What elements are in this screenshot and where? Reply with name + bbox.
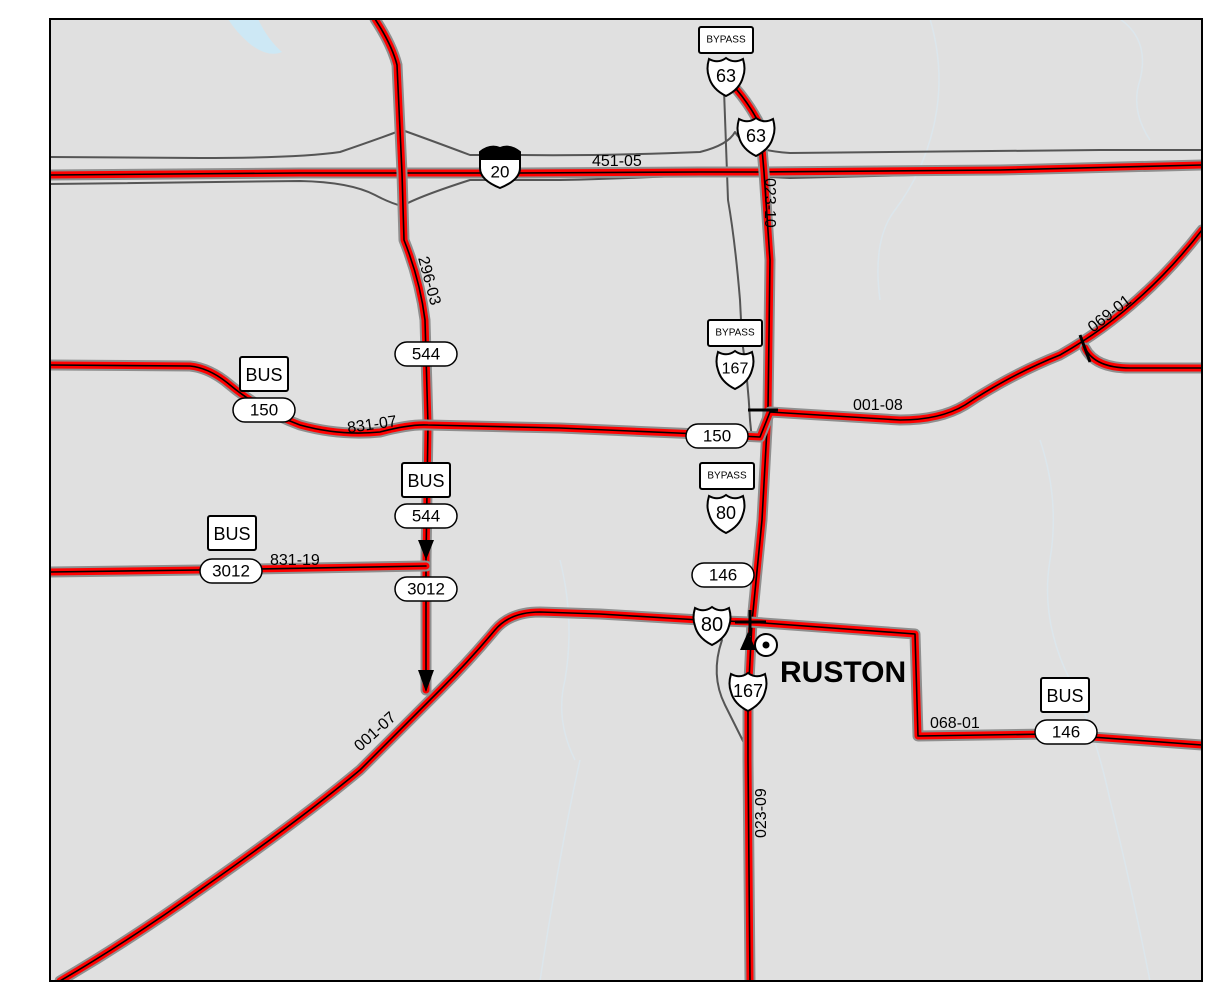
svg-text:3012: 3012 (212, 562, 250, 581)
city-marker-icon[interactable] (754, 633, 778, 657)
us-167-bypass-shield: 167 (715, 350, 755, 390)
bus-544-banner: BUS (401, 462, 451, 498)
segment-label: 831-19 (270, 552, 320, 569)
direction-arrow-icon (418, 540, 434, 560)
city-label: RUSTON (780, 656, 906, 689)
bus-150-banner: BUS (239, 356, 289, 392)
segment-label: 831-07 (346, 413, 398, 437)
us-167-shield: 167 (728, 671, 768, 713)
svg-text:BYPASS: BYPASS (715, 328, 755, 339)
la-150-shield: 150 (232, 397, 296, 423)
direction-arrow-icon (418, 670, 434, 692)
segment-label: 023-09 (753, 788, 770, 838)
la-3012-shield: 3012 (394, 576, 458, 602)
bypass-63-banner: BYPASS (698, 26, 754, 54)
direction-arrow-icon (740, 632, 756, 650)
segment-label: 001-08 (853, 397, 903, 414)
route-break-tick (1078, 334, 1092, 363)
svg-text:BUS: BUS (245, 365, 282, 385)
bypass-80-banner: BYPASS (699, 462, 755, 490)
map-background (50, 19, 1202, 981)
svg-text:80: 80 (701, 614, 723, 636)
us-80-bypass-shield: 80 (706, 494, 746, 534)
svg-text:BYPASS: BYPASS (706, 35, 746, 46)
la-150-shield: 150 (685, 423, 749, 449)
svg-text:BUS: BUS (407, 471, 444, 491)
interstate-20-shield: 20 (479, 145, 521, 190)
svg-text:150: 150 (250, 401, 278, 420)
svg-text:80: 80 (716, 503, 736, 523)
segment-label: 023-10 (761, 178, 778, 228)
water-body (228, 19, 282, 54)
svg-text:544: 544 (412, 345, 440, 364)
svg-text:146: 146 (1052, 723, 1080, 742)
svg-text:167: 167 (733, 681, 763, 701)
svg-text:20: 20 (491, 163, 510, 182)
bus-146-banner: BUS (1040, 677, 1090, 713)
svg-text:167: 167 (722, 361, 749, 378)
svg-text:150: 150 (703, 427, 731, 446)
svg-text:3012: 3012 (407, 580, 445, 599)
us-80-shield: 80 (692, 605, 732, 647)
bus-3012-banner: BUS (207, 515, 257, 551)
svg-text:63: 63 (746, 126, 766, 146)
la-146-shield: 146 (1034, 719, 1098, 745)
la-146-shield: 146 (691, 562, 755, 588)
svg-text:BUS: BUS (1046, 686, 1083, 706)
la-3012-shield: 3012 (199, 558, 263, 584)
us-63-bypass-shield: 63 (706, 57, 746, 97)
svg-text:BUS: BUS (213, 524, 250, 544)
map-frame (49, 18, 1203, 982)
svg-text:63: 63 (716, 66, 736, 86)
us-63-shield: 63 (736, 117, 776, 157)
la-544-shield: 544 (394, 341, 458, 367)
route-break-tick (735, 610, 766, 636)
segment-label: 451-05 (592, 153, 642, 170)
bypass-167-banner: BYPASS (707, 319, 763, 347)
la-544-bus-shield: 544 (394, 503, 458, 529)
segment-label: 068-01 (930, 715, 980, 732)
svg-text:146: 146 (709, 566, 737, 585)
svg-text:544: 544 (412, 507, 440, 526)
svg-text:BYPASS: BYPASS (707, 471, 747, 482)
